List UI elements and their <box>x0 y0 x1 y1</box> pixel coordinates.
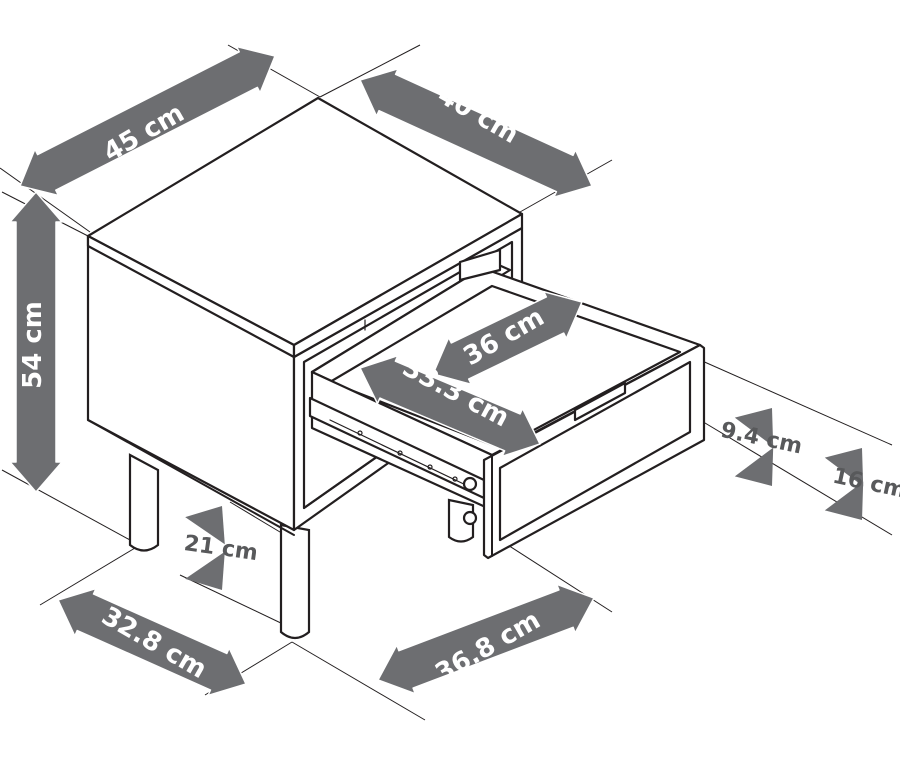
arrow-drawer-height-bottom <box>734 447 774 486</box>
arrow-width <box>19 45 276 197</box>
dim-label-leg-height: 21 cm <box>182 531 259 566</box>
arrow-drawer-front-height-top <box>824 448 864 487</box>
dimension-arrows <box>9 45 864 697</box>
arrow-height <box>9 191 63 493</box>
leg-back-right <box>447 498 475 543</box>
arrow-leg-height-bottom <box>185 551 225 590</box>
legs <box>128 453 475 640</box>
arrow-leg-spacing-side <box>57 587 247 697</box>
dim-label-height: 54 cm <box>18 301 48 389</box>
leg-front-right <box>279 523 311 640</box>
arrow-drawer-height-top <box>734 408 774 447</box>
arrow-leg-height-top <box>185 506 225 545</box>
arrow-drawer-front-height-bottom <box>824 481 864 520</box>
arrow-depth <box>359 68 593 198</box>
drawer-front-inner <box>498 360 692 542</box>
arrow-drawer-inner-width <box>359 354 541 458</box>
leg-front-left <box>128 453 160 552</box>
dim-label-drawer-front-height: 16 cm <box>830 464 900 504</box>
arrow-leg-spacing-front <box>377 583 595 695</box>
arrow-drawer-inner-depth <box>432 290 583 386</box>
